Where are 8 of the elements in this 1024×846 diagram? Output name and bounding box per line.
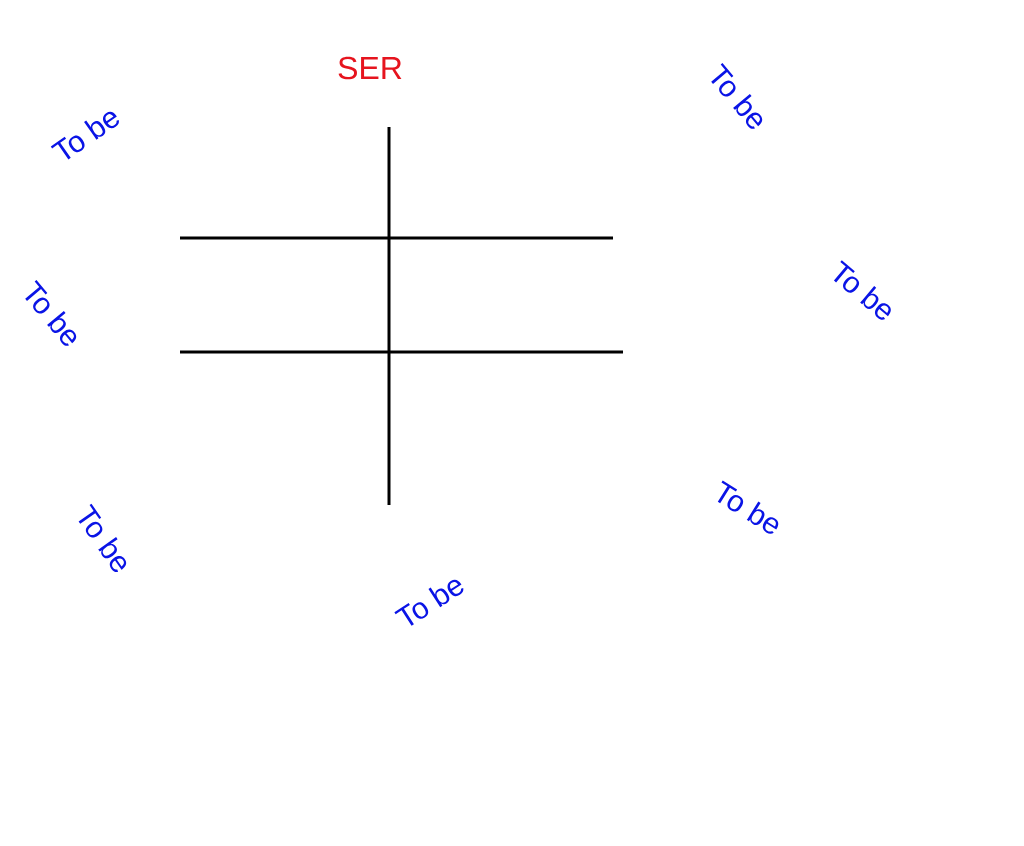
verb-label: To be [78, 503, 127, 572]
verb-label: To be [717, 480, 779, 534]
verb-label: To be [833, 260, 891, 320]
verb-label: To be [394, 579, 464, 626]
title: SER [338, 56, 402, 80]
verb-label: To be [50, 111, 119, 160]
verb-label: To be [711, 63, 763, 129]
verb-label: To be [25, 280, 77, 346]
